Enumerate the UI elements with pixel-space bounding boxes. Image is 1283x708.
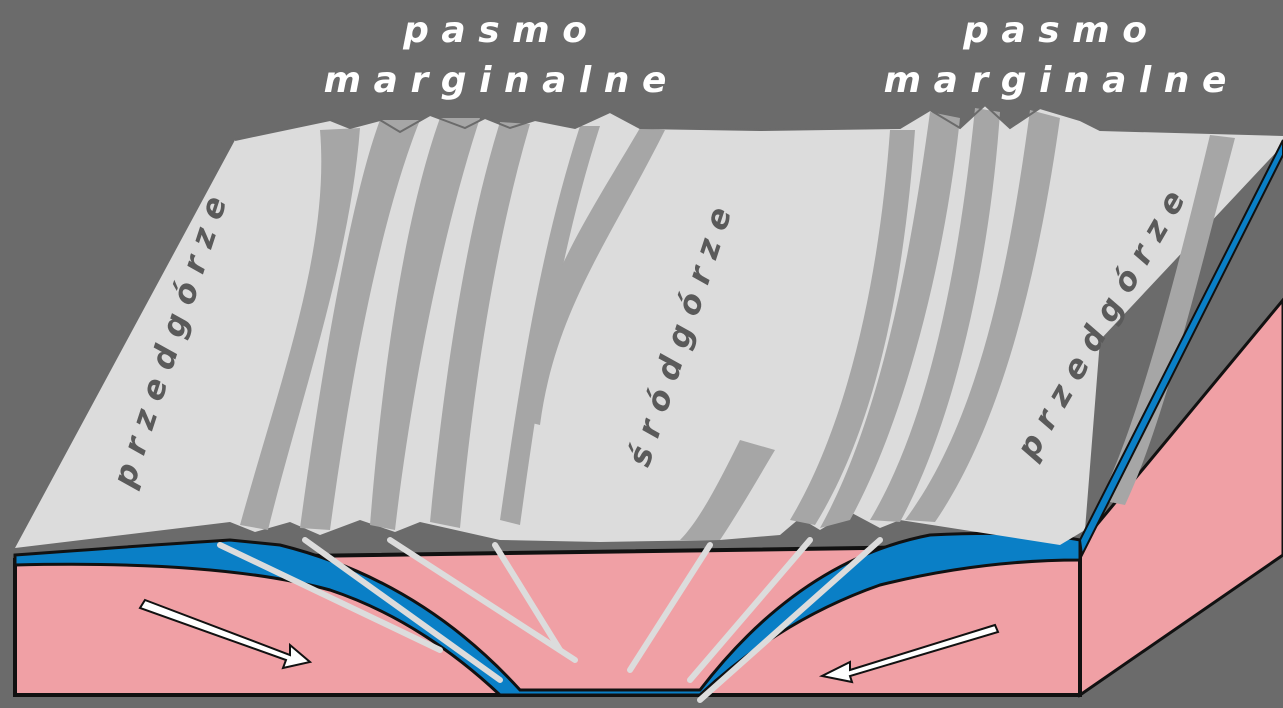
label-top-right-line1: p a s m o	[962, 10, 1147, 51]
label-top-left-line1: p a s m o	[402, 10, 587, 51]
label-top-left-line2: m a r g i n a l n e	[324, 60, 667, 101]
label-top-right-line2: m a r g i n a l n e	[884, 60, 1227, 101]
